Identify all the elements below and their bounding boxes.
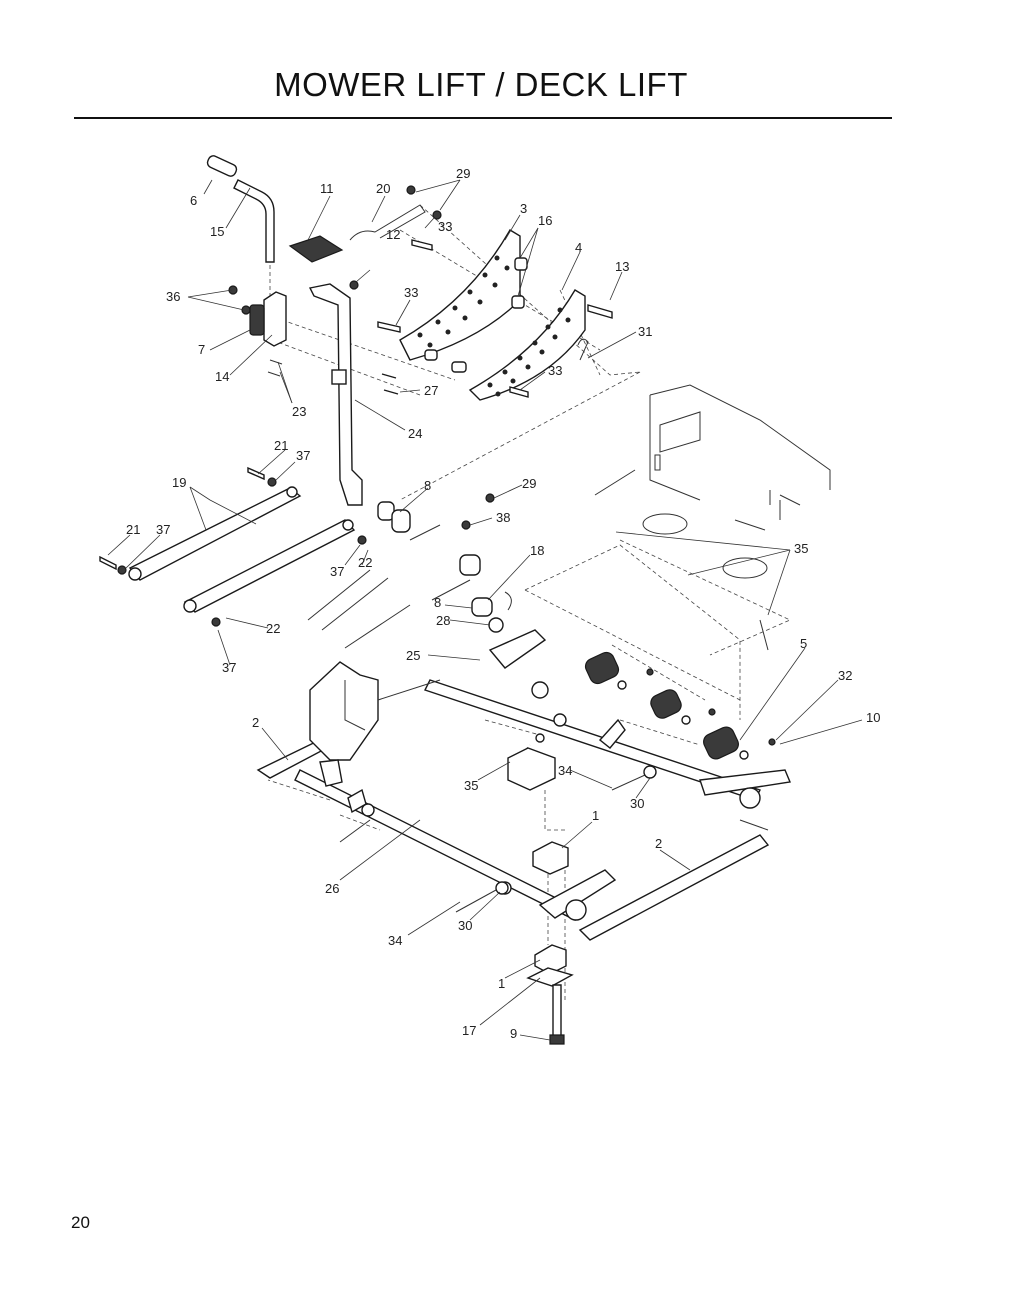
- callout-6: 6: [190, 193, 197, 208]
- pivot-block-35: [507, 733, 556, 791]
- callout-30: 30: [458, 918, 472, 933]
- callout-33: 33: [404, 285, 418, 300]
- callout-34: 34: [388, 933, 402, 948]
- lift-frame-2: [256, 661, 441, 787]
- callout-26: 26: [325, 881, 339, 896]
- callout-35: 35: [464, 778, 478, 793]
- callout-1: 1: [498, 976, 505, 991]
- leader-lines: [107, 179, 863, 1041]
- callout-8: 8: [434, 595, 441, 610]
- callout-5: 5: [800, 636, 807, 651]
- callout-1: 1: [592, 808, 599, 823]
- callout-14: 14: [215, 369, 229, 384]
- foot-pad-11: [288, 235, 344, 263]
- bracket-14: [228, 285, 287, 377]
- cotter-pins-34: [339, 765, 657, 913]
- callout-35: 35: [794, 541, 808, 556]
- callout-12: 12: [386, 227, 400, 242]
- callout-34: 34: [558, 763, 572, 778]
- springs-5: [584, 651, 776, 760]
- callout-labels: 1 1 2 2 3 4 5 6 7 8 8 9 10 11 12 13 14 1…: [126, 166, 880, 1041]
- pivot-bushings: [307, 493, 512, 649]
- callout-9: 9: [510, 1026, 517, 1041]
- callout-21: 21: [126, 522, 140, 537]
- lift-handle-15: [206, 155, 275, 263]
- callout-16: 16: [538, 213, 552, 228]
- callout-21: 21: [274, 438, 288, 453]
- callout-2: 2: [655, 836, 662, 851]
- pivot-block-1-lower: [534, 944, 567, 975]
- callout-20: 20: [376, 181, 390, 196]
- callout-29: 29: [522, 476, 536, 491]
- callout-11: 11: [320, 181, 334, 196]
- callout-23: 23: [292, 404, 306, 419]
- callout-4: 4: [575, 240, 582, 255]
- plate-17: [526, 967, 574, 987]
- bolt-9: [549, 984, 565, 1045]
- callout-36: 36: [166, 289, 180, 304]
- callout-19: 19: [172, 475, 186, 490]
- lift-shaft-26: [294, 769, 617, 921]
- callout-17: 17: [462, 1023, 476, 1038]
- spacers-16: [424, 257, 528, 373]
- height-plate-4: [468, 289, 586, 401]
- callout-37: 37: [222, 660, 236, 675]
- callout-37: 37: [296, 448, 310, 463]
- callout-37: 37: [156, 522, 170, 537]
- tractor-frame: [594, 384, 831, 651]
- callout-24: 24: [408, 426, 422, 441]
- page-title: MOWER LIFT / DECK LIFT: [274, 66, 688, 103]
- callout-30: 30: [630, 796, 644, 811]
- page-number: 20: [71, 1213, 90, 1232]
- callout-38: 38: [496, 510, 510, 525]
- hardware-upper: [349, 185, 613, 398]
- callout-8: 8: [424, 478, 431, 493]
- callout-32: 32: [838, 668, 852, 683]
- callout-33: 33: [438, 219, 452, 234]
- callout-3: 3: [520, 201, 527, 216]
- callout-33: 33: [548, 363, 562, 378]
- callout-7: 7: [198, 342, 205, 357]
- lift-links-19: [99, 466, 367, 627]
- callout-31: 31: [638, 324, 652, 339]
- height-plate-3: [399, 229, 521, 361]
- callout-18: 18: [530, 543, 544, 558]
- callout-10: 10: [866, 710, 880, 725]
- callout-37: 37: [330, 564, 344, 579]
- lift-lever-24: [308, 283, 363, 506]
- callout-28: 28: [436, 613, 450, 628]
- callout-22: 22: [266, 621, 280, 636]
- callout-29: 29: [456, 166, 470, 181]
- callout-27: 27: [424, 383, 438, 398]
- title-rule: [74, 117, 892, 119]
- callout-15: 15: [210, 224, 224, 239]
- callout-22: 22: [358, 555, 372, 570]
- lift-shaft-25: [424, 629, 791, 809]
- pivot-block-1-upper: [532, 841, 569, 875]
- callout-2: 2: [252, 715, 259, 730]
- callout-25: 25: [406, 648, 420, 663]
- callout-13: 13: [615, 259, 629, 274]
- lift-frame-2-right: [578, 819, 770, 941]
